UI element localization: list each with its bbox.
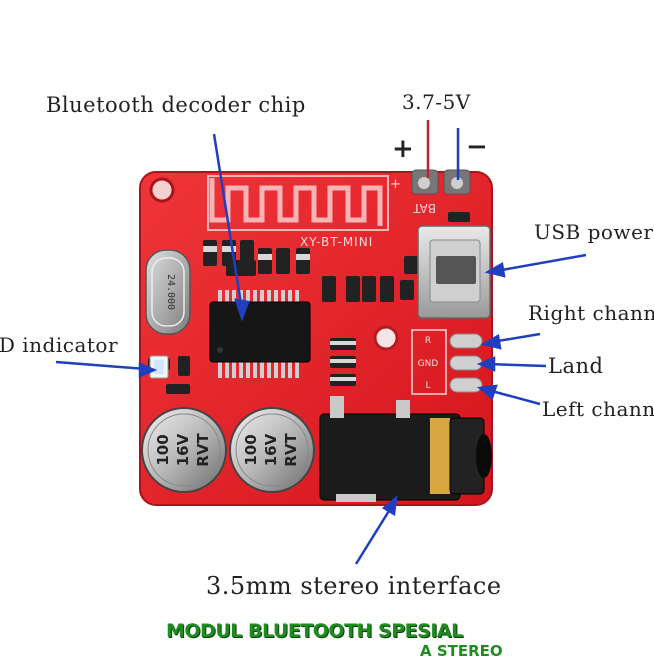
pad-l-label: L (425, 381, 430, 391)
capacitor-right: 100 16V RVT (229, 407, 315, 493)
svg-text:+: + (390, 177, 401, 192)
annotation-arrows (55, 120, 587, 565)
label-plus: + (392, 134, 415, 164)
bat-label: BAT (412, 201, 436, 215)
label-left-channel: Left channel (542, 397, 654, 421)
banner-subtitle: A STEREO (420, 642, 503, 660)
battery-pads (411, 169, 471, 195)
label-usb-powered: USB powered (534, 220, 654, 244)
mounting-hole (149, 177, 175, 203)
capacitor-right-voltage: 16V (262, 433, 280, 466)
capacitor-left-value: 100 (154, 434, 172, 465)
label-minus: − (466, 132, 489, 162)
capacitor-left: 100 16V RVT (141, 407, 227, 493)
label-audio-interface: 3.5mm stereo interface (206, 572, 502, 600)
capacitor-right-series: RVT (282, 433, 300, 467)
led (149, 355, 169, 379)
pad-gnd-label: GND (418, 359, 439, 369)
capacitor-right-value: 100 (242, 434, 260, 465)
label-voltage: 3.7-5V (402, 90, 471, 114)
board-model-label: XY-BT-MINI (300, 235, 373, 249)
audio-output-pads: R GND L (411, 329, 483, 395)
capacitor-left-voltage: 16V (174, 433, 192, 466)
label-land: Land (548, 354, 604, 378)
antenna-trace (209, 178, 383, 226)
audio-jack (319, 396, 492, 502)
pad-r-label: R (425, 336, 431, 346)
label-led-indicator: LED indicator (0, 333, 119, 357)
label-right-channel: Right channel (528, 301, 654, 325)
decoder-chip (209, 290, 311, 378)
crystal-oscillator: 24.000 (145, 249, 191, 335)
crystal-label: 24.000 (165, 274, 176, 310)
banner-title: MODUL BLUETOOTH SPESIAL (166, 620, 463, 642)
mounting-hole (373, 325, 399, 351)
micro-usb-port (417, 225, 491, 319)
capacitor-left-series: RVT (194, 433, 212, 467)
label-bluetooth-decoder-chip: Bluetooth decoder chip (46, 93, 306, 117)
